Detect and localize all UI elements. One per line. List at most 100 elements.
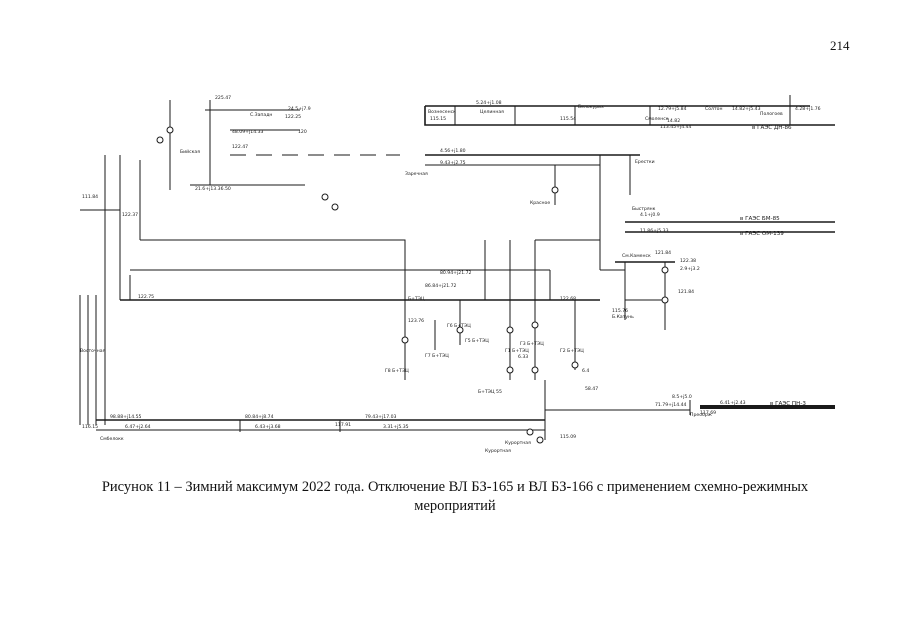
label-vs-9: Б+ТЭЦ 55 <box>478 389 502 395</box>
label-tsel: Целинная <box>480 109 504 115</box>
value-v36: 3.31+j5.35 <box>383 424 409 430</box>
figure-caption: Рисунок 11 – Зимний максимум 2022 года. … <box>60 478 850 516</box>
label-bijskaya: Бийская <box>180 148 200 155</box>
label-vl-dn86: в ГАЭС ДН-86 <box>752 125 792 131</box>
label-vs-6: Г2 Б+ТЭЦ <box>560 348 584 354</box>
label-kurortnaya: Курортная <box>505 440 531 446</box>
caption-line-1: Рисунок 11 – Зимний максимум 2022 года. … <box>101 479 809 495</box>
value-v44: 58.47 <box>585 386 598 392</box>
label-bystryi: Быстрянк <box>632 206 656 212</box>
value-v6: 122.47 <box>232 144 248 150</box>
label-vs-3: Г7 Б+ТЭЦ <box>425 353 449 359</box>
label-vl-bm85: в ГАЭС БМ-85 <box>740 216 780 222</box>
value-v39: 117.69 <box>700 410 716 416</box>
value-v23: 80.94+j21.72 <box>440 270 472 276</box>
label-solton: Солтон <box>705 106 722 112</box>
line-center-1 <box>140 239 406 300</box>
value-v46: 122.38 <box>680 258 696 264</box>
value-v42: 6.33 <box>518 354 528 360</box>
value-v14: 115.54 <box>560 116 576 122</box>
node-t-7 <box>661 296 669 304</box>
node-t-6 <box>661 266 669 274</box>
value-v43: 6.4 <box>582 368 589 374</box>
value-v37: 71.79+j14.44 <box>655 402 687 408</box>
node-t-9 <box>156 136 164 144</box>
value-v3: 122.25 <box>285 114 301 120</box>
value-v31: 80.84+j8.74 <box>245 414 274 420</box>
value-v13: 115.15 <box>430 116 446 122</box>
node-g-2 <box>456 326 464 334</box>
caption-line-2: мероприятий <box>414 498 496 514</box>
value-v15: 12.79+j5.84 <box>658 106 687 112</box>
label-vs-4: Г5 Б+ТЭЦ <box>465 338 489 344</box>
node-g-6 <box>531 366 539 374</box>
node-t-1 <box>321 193 329 201</box>
label-voznesen: Вознесенск <box>428 109 456 115</box>
value-v22: 121.84 <box>655 250 671 256</box>
value-v1: 225.47 <box>215 95 231 101</box>
label-zarechnaya: Заречная <box>405 171 428 177</box>
node-g-1 <box>401 336 409 344</box>
value-v47: 8.5+j5.0 <box>672 394 692 400</box>
value-v24: 86.84+j21.72 <box>425 283 457 289</box>
bus-top <box>424 106 835 126</box>
label-sm-belok: Смбелокк <box>100 436 124 442</box>
value-v27: 121.84 <box>678 289 694 295</box>
node-g-7 <box>571 361 579 369</box>
value-v16: 14.82+j5.43 <box>732 106 761 112</box>
value-v35: 117.91 <box>335 422 351 428</box>
value-v19: 113.45+j4.44 <box>660 124 692 130</box>
value-v2: 24.5+j7.9 <box>288 106 311 112</box>
value-v34: 6.43+j3.68 <box>255 424 281 430</box>
node-t-8 <box>166 126 174 134</box>
value-v45: 2.9+j3.2 <box>680 266 700 272</box>
node-t-4 <box>526 428 534 436</box>
value-v17: 4.28+j1.76 <box>795 106 821 112</box>
value-v26: 122.75 <box>138 294 154 300</box>
value-v5: 120 <box>298 129 307 135</box>
value-v40: 115.09 <box>560 434 576 440</box>
label-erestki: Ерестки <box>635 159 655 165</box>
value-v38: 6.41+j2.43 <box>720 400 746 406</box>
node-g-3 <box>506 326 514 334</box>
label-vs-5: Г1 Б+ТЭЦ <box>505 348 529 354</box>
node-t-2 <box>331 203 339 211</box>
label-s-zapad: С.Западн <box>250 112 272 118</box>
label-vs-1: Б+ТЭЦ <box>408 296 425 302</box>
node-g-5 <box>506 366 514 374</box>
label-pologoe: Пологоев <box>760 111 783 117</box>
value-v30: 98.88+j14.55 <box>110 414 142 420</box>
label-krasnoe: Красное <box>530 200 550 206</box>
label-kurortnaya-2: Курортная <box>485 448 511 454</box>
value-v28: 115.76 <box>612 308 628 314</box>
node-t-3 <box>551 186 559 194</box>
value-v33: 6.47+j2.64 <box>125 424 151 430</box>
network-diagram: в ГАЭС ДН-86 в ГАЭС БМ-85 в ГАЭС ОМ-139 … <box>79 95 835 454</box>
node-t-5 <box>536 436 544 444</box>
value-v7: 21.6+j13.36.50 <box>195 186 231 192</box>
label-vs-7: Г3 Б+ТЭЦ <box>520 341 544 347</box>
value-v9: 9.43+j2.75 <box>440 160 466 166</box>
label-sm-kamen: См.Каменск <box>622 253 651 259</box>
label-b-katun: Б.Катунь <box>612 314 634 320</box>
label-vostochnaya: Восточная <box>80 348 106 354</box>
label-smolen: Смоленск <box>645 116 669 122</box>
label-vs-2: Г6 Б+ТЭЦ <box>447 323 471 329</box>
label-vl-bm139: в ГАЭС ОМ-139 <box>740 231 784 237</box>
value-v21: 11.86+j5.33 <box>640 228 669 234</box>
value-v12: 5.24+j1.08 <box>476 100 502 106</box>
node-g-4 <box>531 321 539 329</box>
value-v32: 79.43+j17.03 <box>365 414 397 420</box>
value-v4: 48.09+j14.33 <box>232 129 264 135</box>
label-vs-8: Г8 Б+ТЭЦ <box>385 368 409 374</box>
label-belokur: Белокурих <box>578 104 604 110</box>
value-v11: 122.37 <box>122 212 138 218</box>
page-number: 214 <box>830 38 850 53</box>
value-v10: 111.84 <box>82 194 98 200</box>
value-v18: 14.82 <box>667 118 680 124</box>
value-v41: 116.15 <box>82 424 98 430</box>
value-v20: 4.1+j0.9 <box>640 212 660 218</box>
value-v25: 122.68 <box>560 296 576 302</box>
label-preobr: Преобрж <box>690 412 712 418</box>
label-vl-pn3: в ГАЭС ПН-3 <box>770 401 806 407</box>
